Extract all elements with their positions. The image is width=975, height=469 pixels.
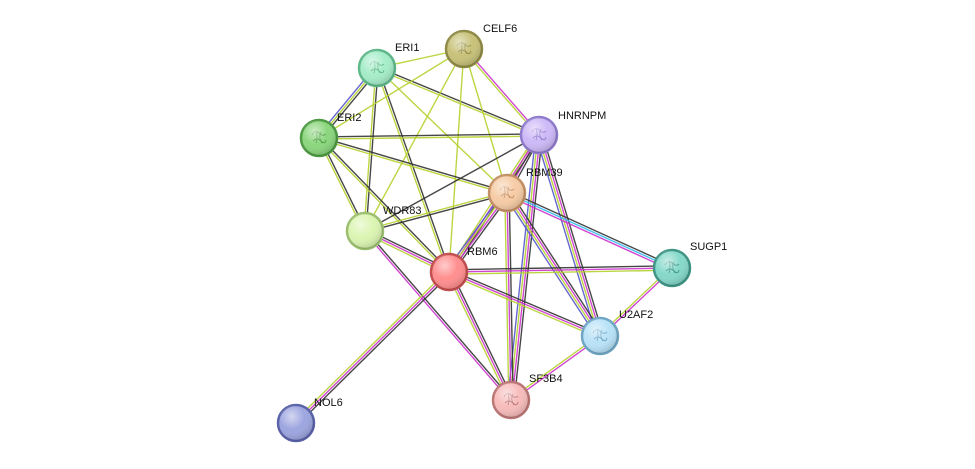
edge-hnrnpm-u2af2-textmining[interactable]: [537, 135, 600, 337]
edge-eri1-rbm6-textmining[interactable]: [375, 68, 449, 273]
edge-rbm39-sf3b4-experiments[interactable]: [506, 192, 512, 401]
node-wdr83[interactable]: WDR83: [345, 205, 422, 251]
edge-hnrnpm-u2af2-experiments[interactable]: [539, 134, 602, 336]
node-shine: [493, 382, 529, 418]
node-shine: [582, 318, 618, 354]
node-hnrnpm[interactable]: HNRNPM: [519, 110, 606, 155]
node-shine: [301, 120, 337, 156]
node-shine: [489, 175, 525, 211]
node-shine: [347, 213, 383, 249]
edge-wdr83-sf3b4-coexpression[interactable]: [365, 229, 513, 400]
edge-eri1-wdr83-textmining[interactable]: [363, 67, 377, 231]
edge-rbm6-sf3b4-textmining[interactable]: [446, 272, 510, 402]
node-label-rbm39: RBM39: [526, 167, 563, 179]
edge-rbm39-sugp1-experiments[interactable]: [505, 194, 672, 271]
node-rbm39[interactable]: RBM39: [487, 167, 563, 213]
edge-rbm6-sf3b4-experiments[interactable]: [448, 271, 512, 401]
node-label-wdr83: WDR83: [383, 205, 422, 217]
edge-rbm39-sugp1-coexpression[interactable]: [507, 190, 674, 267]
edge-rbm39-wdr83-coexpression[interactable]: [365, 193, 508, 233]
edge-rbm39-wdr83-textmining[interactable]: [364, 191, 507, 231]
edge-celf6-eri2-textmining[interactable]: [318, 48, 465, 139]
edge-rbm6-nol6-textmining[interactable]: [293, 269, 448, 422]
edge-rbm6-u2af2-coexpression[interactable]: [449, 269, 602, 335]
edge-celf6-rbm39-textmining[interactable]: [463, 48, 508, 194]
node-eri2[interactable]: ERI2: [299, 112, 361, 158]
node-eri1[interactable]: ERI1: [357, 42, 419, 88]
edge-rbm39-u2af2-homology[interactable]: [503, 194, 598, 339]
node-sugp1[interactable]: SUGP1: [652, 241, 727, 288]
edge-rbm6-sf3b4-coexpression[interactable]: [450, 270, 514, 400]
edge-eri1-hnrnpm-textmining[interactable]: [376, 68, 539, 137]
edge-eri2-rbm6-textmining[interactable]: [317, 138, 449, 274]
node-label-hnrnpm: HNRNPM: [558, 110, 606, 122]
node-u2af2[interactable]: U2AF2: [580, 309, 653, 356]
edge-rbm39-u2af2-textmining[interactable]: [505, 193, 600, 337]
edge-hnrnpm-u2af2-coexpression[interactable]: [541, 133, 604, 336]
node-shine: [521, 117, 557, 153]
edge-eri2-hnrnpm-textmining[interactable]: [319, 135, 540, 140]
edge-hnrnpm-wdr83-coexpression[interactable]: [364, 134, 540, 232]
edge-eri2-hnrnpm-coexpression[interactable]: [318, 133, 539, 138]
edge-rbm39-u2af2-coexpression[interactable]: [509, 190, 604, 335]
node-shine: [359, 50, 395, 86]
node-label-celf6: CELF6: [483, 23, 517, 35]
node-shine: [431, 254, 467, 290]
node-label-u2af2: U2AF2: [619, 309, 653, 321]
edge-hnrnpm-u2af2-homology[interactable]: [535, 135, 598, 338]
node-label-sf3b4: SF3B4: [529, 373, 563, 385]
edge-eri1-wdr83-coexpression[interactable]: [365, 68, 379, 232]
edge-eri2-rbm39-textmining[interactable]: [318, 138, 507, 195]
edge-eri2-rbm39-coexpression[interactable]: [319, 136, 508, 193]
edge-hnrnpm-sf3b4-experiments[interactable]: [511, 135, 541, 401]
edge-celf6-rbm6-textmining[interactable]: [448, 48, 465, 273]
node-rbm6[interactable]: RBM6: [429, 246, 498, 292]
edge-hnrnpm-sf3b4-textmining[interactable]: [509, 134, 539, 400]
node-nol6[interactable]: NOL6: [276, 397, 343, 443]
node-shine: [446, 31, 482, 67]
edge-eri1-hnrnpm-coexpression[interactable]: [377, 66, 540, 135]
node-label-eri1: ERI1: [395, 42, 419, 54]
edge-rbm6-sugp1-textmining[interactable]: [449, 269, 673, 275]
edge-eri1-rbm6-coexpression[interactable]: [377, 67, 451, 272]
node-shine: [278, 405, 314, 441]
edge-rbm39-sugp1-databases[interactable]: [506, 192, 673, 269]
edge-rbm6-u2af2-textmining[interactable]: [447, 273, 600, 339]
node-label-sugp1: SUGP1: [690, 241, 727, 253]
edge-eri2-rbm6-coexpression[interactable]: [319, 136, 451, 272]
edge-rbm6-nol6-experiments[interactable]: [295, 271, 450, 424]
edge-rbm6-sugp1-coexpression[interactable]: [448, 265, 672, 271]
node-label-eri2: ERI2: [337, 112, 361, 124]
node-label-rbm6: RBM6: [467, 246, 498, 258]
node-celf6[interactable]: CELF6: [444, 23, 517, 69]
edge-rbm6-u2af2-experiments[interactable]: [448, 271, 601, 337]
node-label-nol6: NOL6: [314, 397, 343, 409]
edge-rbm39-u2af2-experiments[interactable]: [507, 192, 602, 336]
network-nodes: CELF6 ERI1 ERI2 HNRNPM RBM39: [276, 23, 727, 443]
edge-wdr83-sf3b4-experiments[interactable]: [363, 231, 511, 402]
edge-rbm6-nol6-coexpression[interactable]: [297, 273, 452, 426]
edge-rbm6-sugp1-experiments[interactable]: [448, 267, 673, 273]
node-sf3b4[interactable]: SF3B4: [491, 373, 563, 420]
node-shine: [654, 250, 690, 286]
